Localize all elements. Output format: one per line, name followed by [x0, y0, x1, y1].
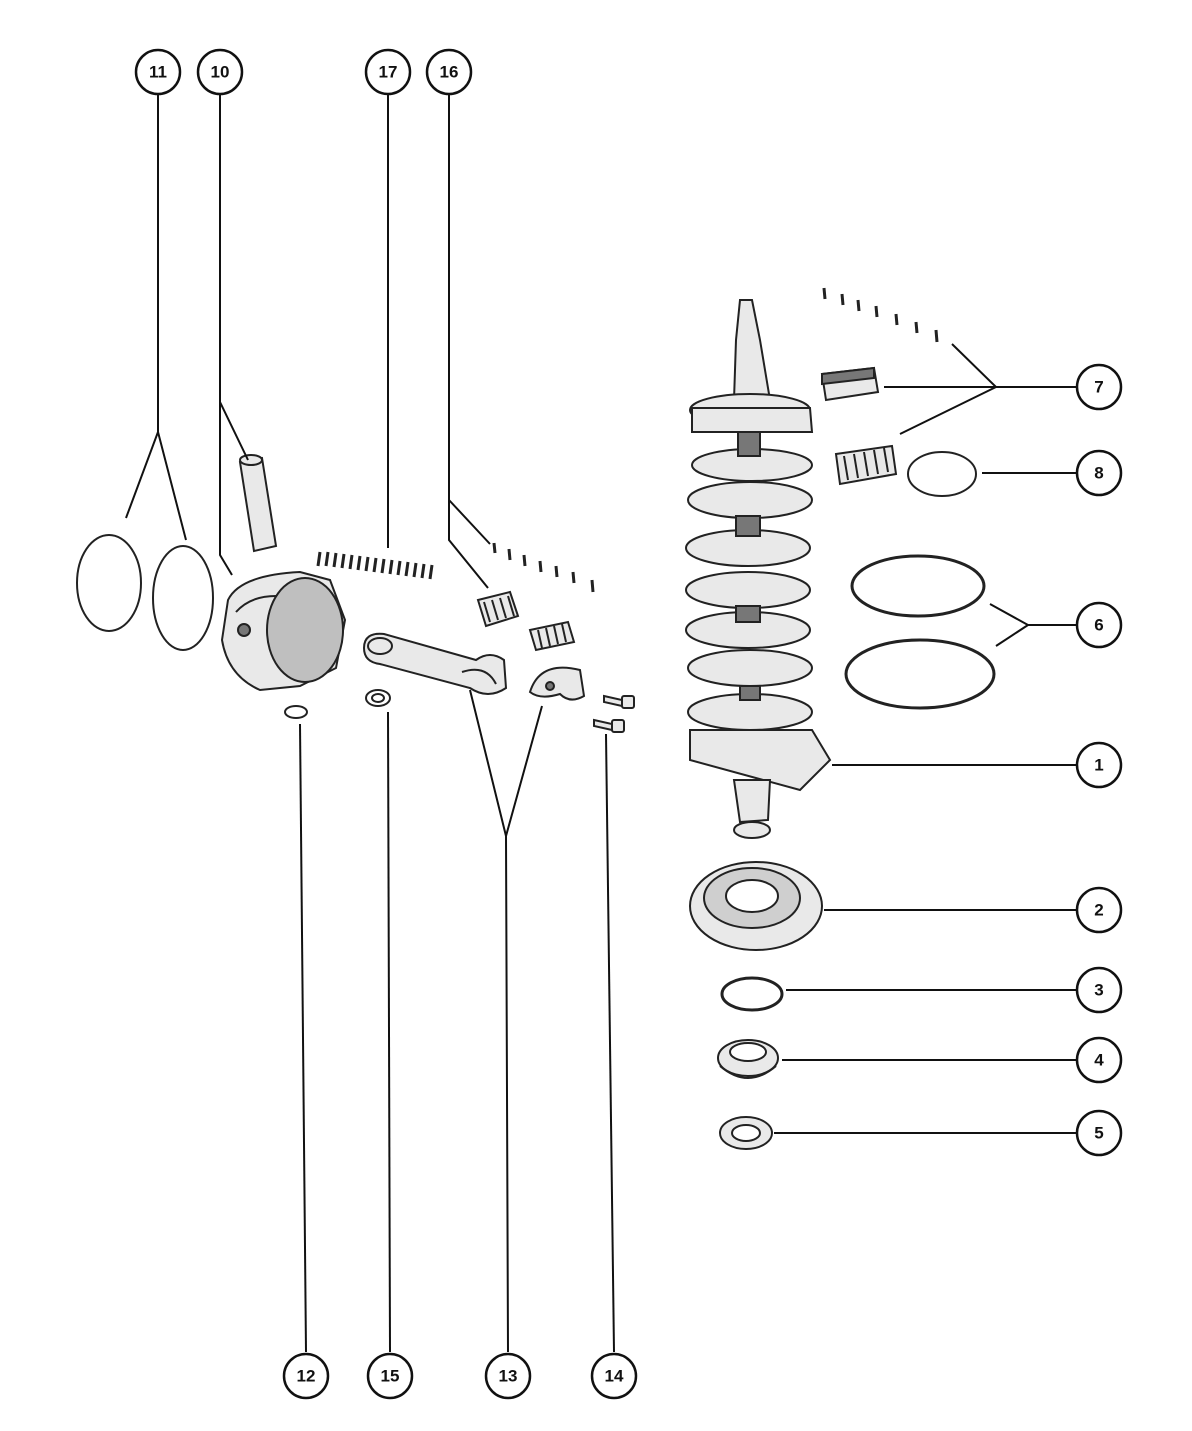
- callout-label-4: 4: [1094, 1051, 1104, 1070]
- callout-13: 13: [484, 1352, 532, 1400]
- bearing-cage-upper: [476, 590, 520, 628]
- callout-label-14: 14: [605, 1367, 624, 1386]
- seal-washer: [719, 1116, 773, 1150]
- rod-bolt-upper: [603, 694, 635, 709]
- callout-label-7: 7: [1094, 378, 1103, 397]
- callout-label-11: 11: [149, 63, 167, 82]
- callout-label-15: 15: [381, 1367, 400, 1386]
- callout-16: 16: [425, 48, 473, 96]
- callout-label-8: 8: [1094, 464, 1103, 483]
- callout-11: 11: [134, 48, 182, 96]
- ball-bearing: [689, 861, 823, 951]
- rod-cap: [528, 666, 586, 701]
- callout-bubbles: 11 10 17 16 7 8 6 1: [134, 48, 1123, 1400]
- callout-15: 15: [366, 1352, 414, 1400]
- callout-label-6: 6: [1094, 616, 1103, 635]
- callout-10: 10: [196, 48, 244, 96]
- callout-6: 6: [1075, 601, 1123, 649]
- callout-8: 8: [1075, 449, 1123, 497]
- callout-12: 12: [282, 1352, 330, 1400]
- rod-bolt-lower: [593, 718, 625, 733]
- bearing-cage-lower: [528, 620, 576, 652]
- callout-label-1: 1: [1094, 756, 1103, 775]
- wrist-pin-lock-ring: [284, 705, 308, 719]
- sealing-ring-lower: [844, 638, 996, 710]
- wrist-pin: [238, 454, 278, 553]
- callout-2: 2: [1075, 886, 1123, 934]
- crankshaft: [685, 299, 832, 839]
- leader-lines: [125, 94, 1076, 1353]
- callout-label-13: 13: [499, 1367, 518, 1386]
- snap-ring: [720, 976, 784, 1012]
- callout-label-17: 17: [379, 63, 398, 82]
- callout-7: 7: [1075, 363, 1123, 411]
- piston-ring-right: [152, 545, 214, 651]
- callout-label-10: 10: [211, 63, 230, 82]
- callout-17: 17: [364, 48, 412, 96]
- callout-1: 1: [1075, 741, 1123, 789]
- thrust-washer: [365, 689, 391, 707]
- callout-14: 14: [590, 1352, 638, 1400]
- piston: [220, 570, 347, 692]
- callout-4: 4: [1075, 1036, 1123, 1084]
- callout-label-12: 12: [297, 1367, 316, 1386]
- callout-3: 3: [1075, 966, 1123, 1014]
- connecting-rod: [362, 632, 508, 695]
- callout-label-5: 5: [1094, 1124, 1103, 1143]
- callout-label-3: 3: [1094, 981, 1103, 1000]
- loose-needle-rollers: [492, 542, 595, 593]
- needle-rollers-upper: [822, 287, 939, 343]
- retaining-ring: [907, 451, 977, 497]
- oil-seal: [717, 1039, 779, 1079]
- needle-rollers-row: [316, 551, 434, 580]
- bearing-race-half-upper: [820, 366, 880, 402]
- piston-ring-left: [76, 534, 142, 632]
- callout-label-16: 16: [440, 63, 459, 82]
- callout-label-2: 2: [1094, 901, 1103, 920]
- callout-5: 5: [1075, 1109, 1123, 1157]
- sealing-ring-upper: [850, 554, 986, 618]
- bearing-race-half-lower: [834, 444, 898, 486]
